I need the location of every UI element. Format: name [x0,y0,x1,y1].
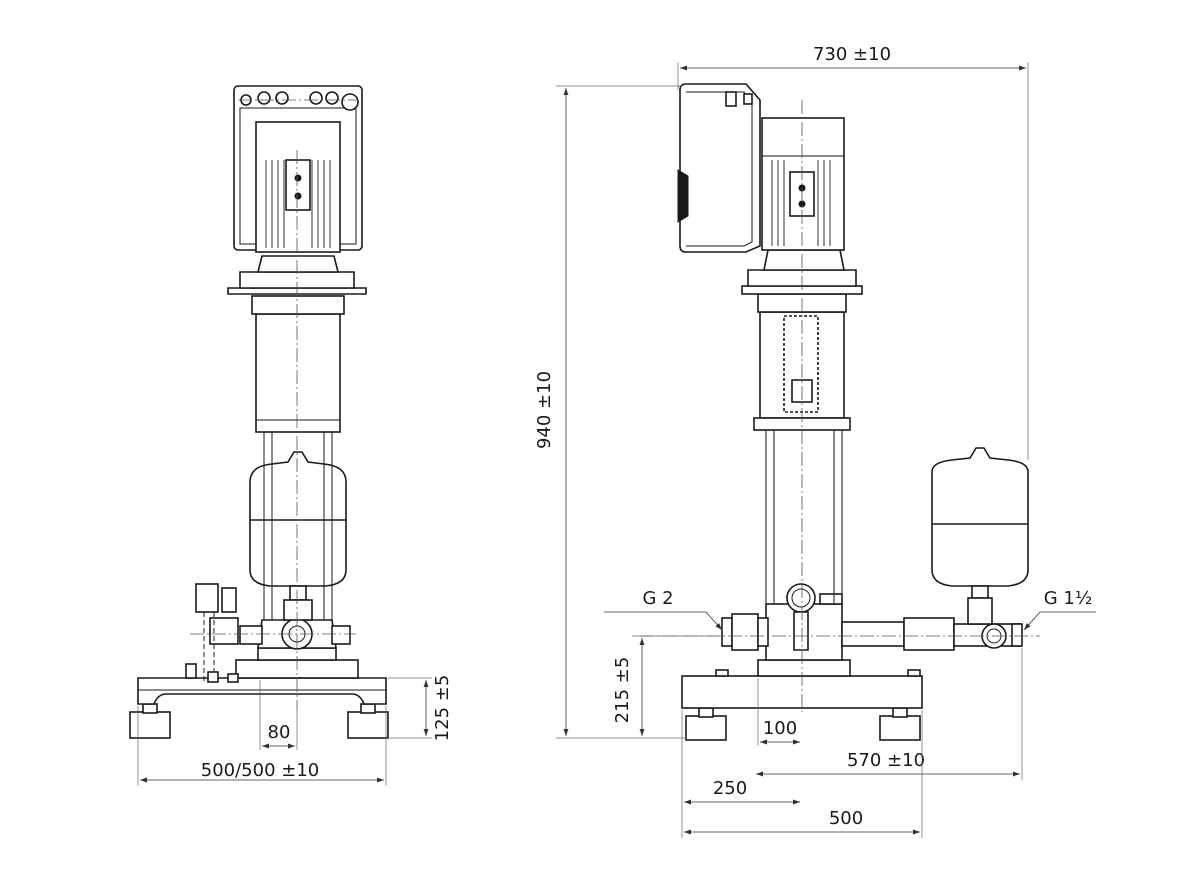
front-view [129,85,389,739]
side-expansion-tank [931,447,1029,587]
side-foot-left [685,715,727,741]
front-pump-column [255,313,341,433]
front-foot-stud-left [142,703,158,714]
side-inlet-fitting [721,617,733,647]
front-foot-right [347,711,389,739]
side-view [640,83,1040,741]
side-dimensions: 730 ±10 940 ±10 215 ±5 G 2 G 1½ 100 570 … [534,44,1096,838]
dim-base-depth: 500 [829,808,863,829]
side-outlet-fitting [1011,623,1023,647]
dim-total-height: 940 ±10 [534,371,555,449]
front-base-frame [137,677,387,705]
front-foot-left [129,711,171,739]
dim-left-center-offset: 80 [268,722,291,743]
front-dimensions: 500/500 ±10 80 125 ±5 [137,675,453,786]
side-control-box [679,83,761,253]
label-inlet-connection: G 2 [642,588,673,609]
side-pressure-gauge [786,583,816,613]
front-expansion-tank [249,451,347,587]
dim-left-base-height: 125 ±5 [432,675,453,742]
label-outlet-connection: G 1½ [1044,588,1093,609]
side-discharge-pipe [841,621,905,647]
side-foot-right [879,715,921,741]
front-foot-stud-right [360,703,376,714]
dim-left-base-width: 500/500 ±10 [201,760,320,781]
dim-outlet-height: 215 ±5 [612,657,633,724]
dim-pump-offset: 100 [763,718,797,739]
front-pressure-gauge [195,583,219,613]
dim-tank-offset: 570 ±10 [847,750,925,771]
dim-foot-to-center: 250 [713,778,747,799]
dim-total-width: 730 ±10 [813,44,891,65]
